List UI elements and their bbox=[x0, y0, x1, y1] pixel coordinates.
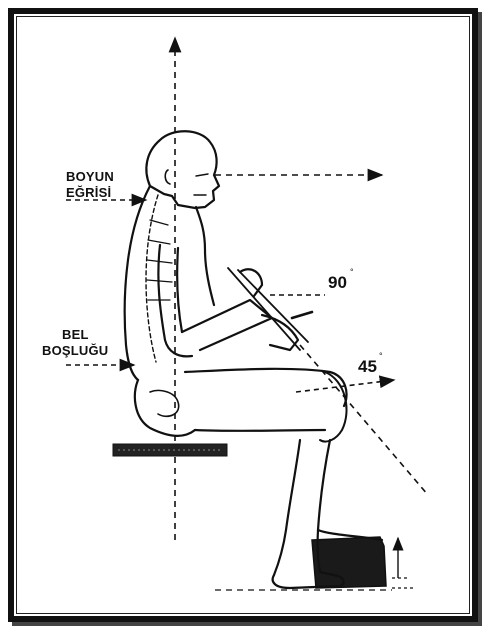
angle-45-label: 45 bbox=[358, 357, 377, 377]
waist-gap-label-line1: BEL bbox=[62, 326, 89, 343]
neck-curve-label-line2: EĞRİSİ bbox=[66, 184, 111, 201]
angle-90-label: 90 bbox=[328, 273, 347, 293]
seated-figure bbox=[125, 131, 382, 588]
angle-90-degree-symbol: ° bbox=[350, 267, 354, 277]
footrest bbox=[312, 537, 386, 588]
waist-gap-label-line2: BOŞLUĞU bbox=[42, 342, 108, 359]
angle-45-degree-symbol: ° bbox=[379, 351, 383, 361]
neck-curve-label-line1: BOYUN bbox=[66, 168, 114, 185]
